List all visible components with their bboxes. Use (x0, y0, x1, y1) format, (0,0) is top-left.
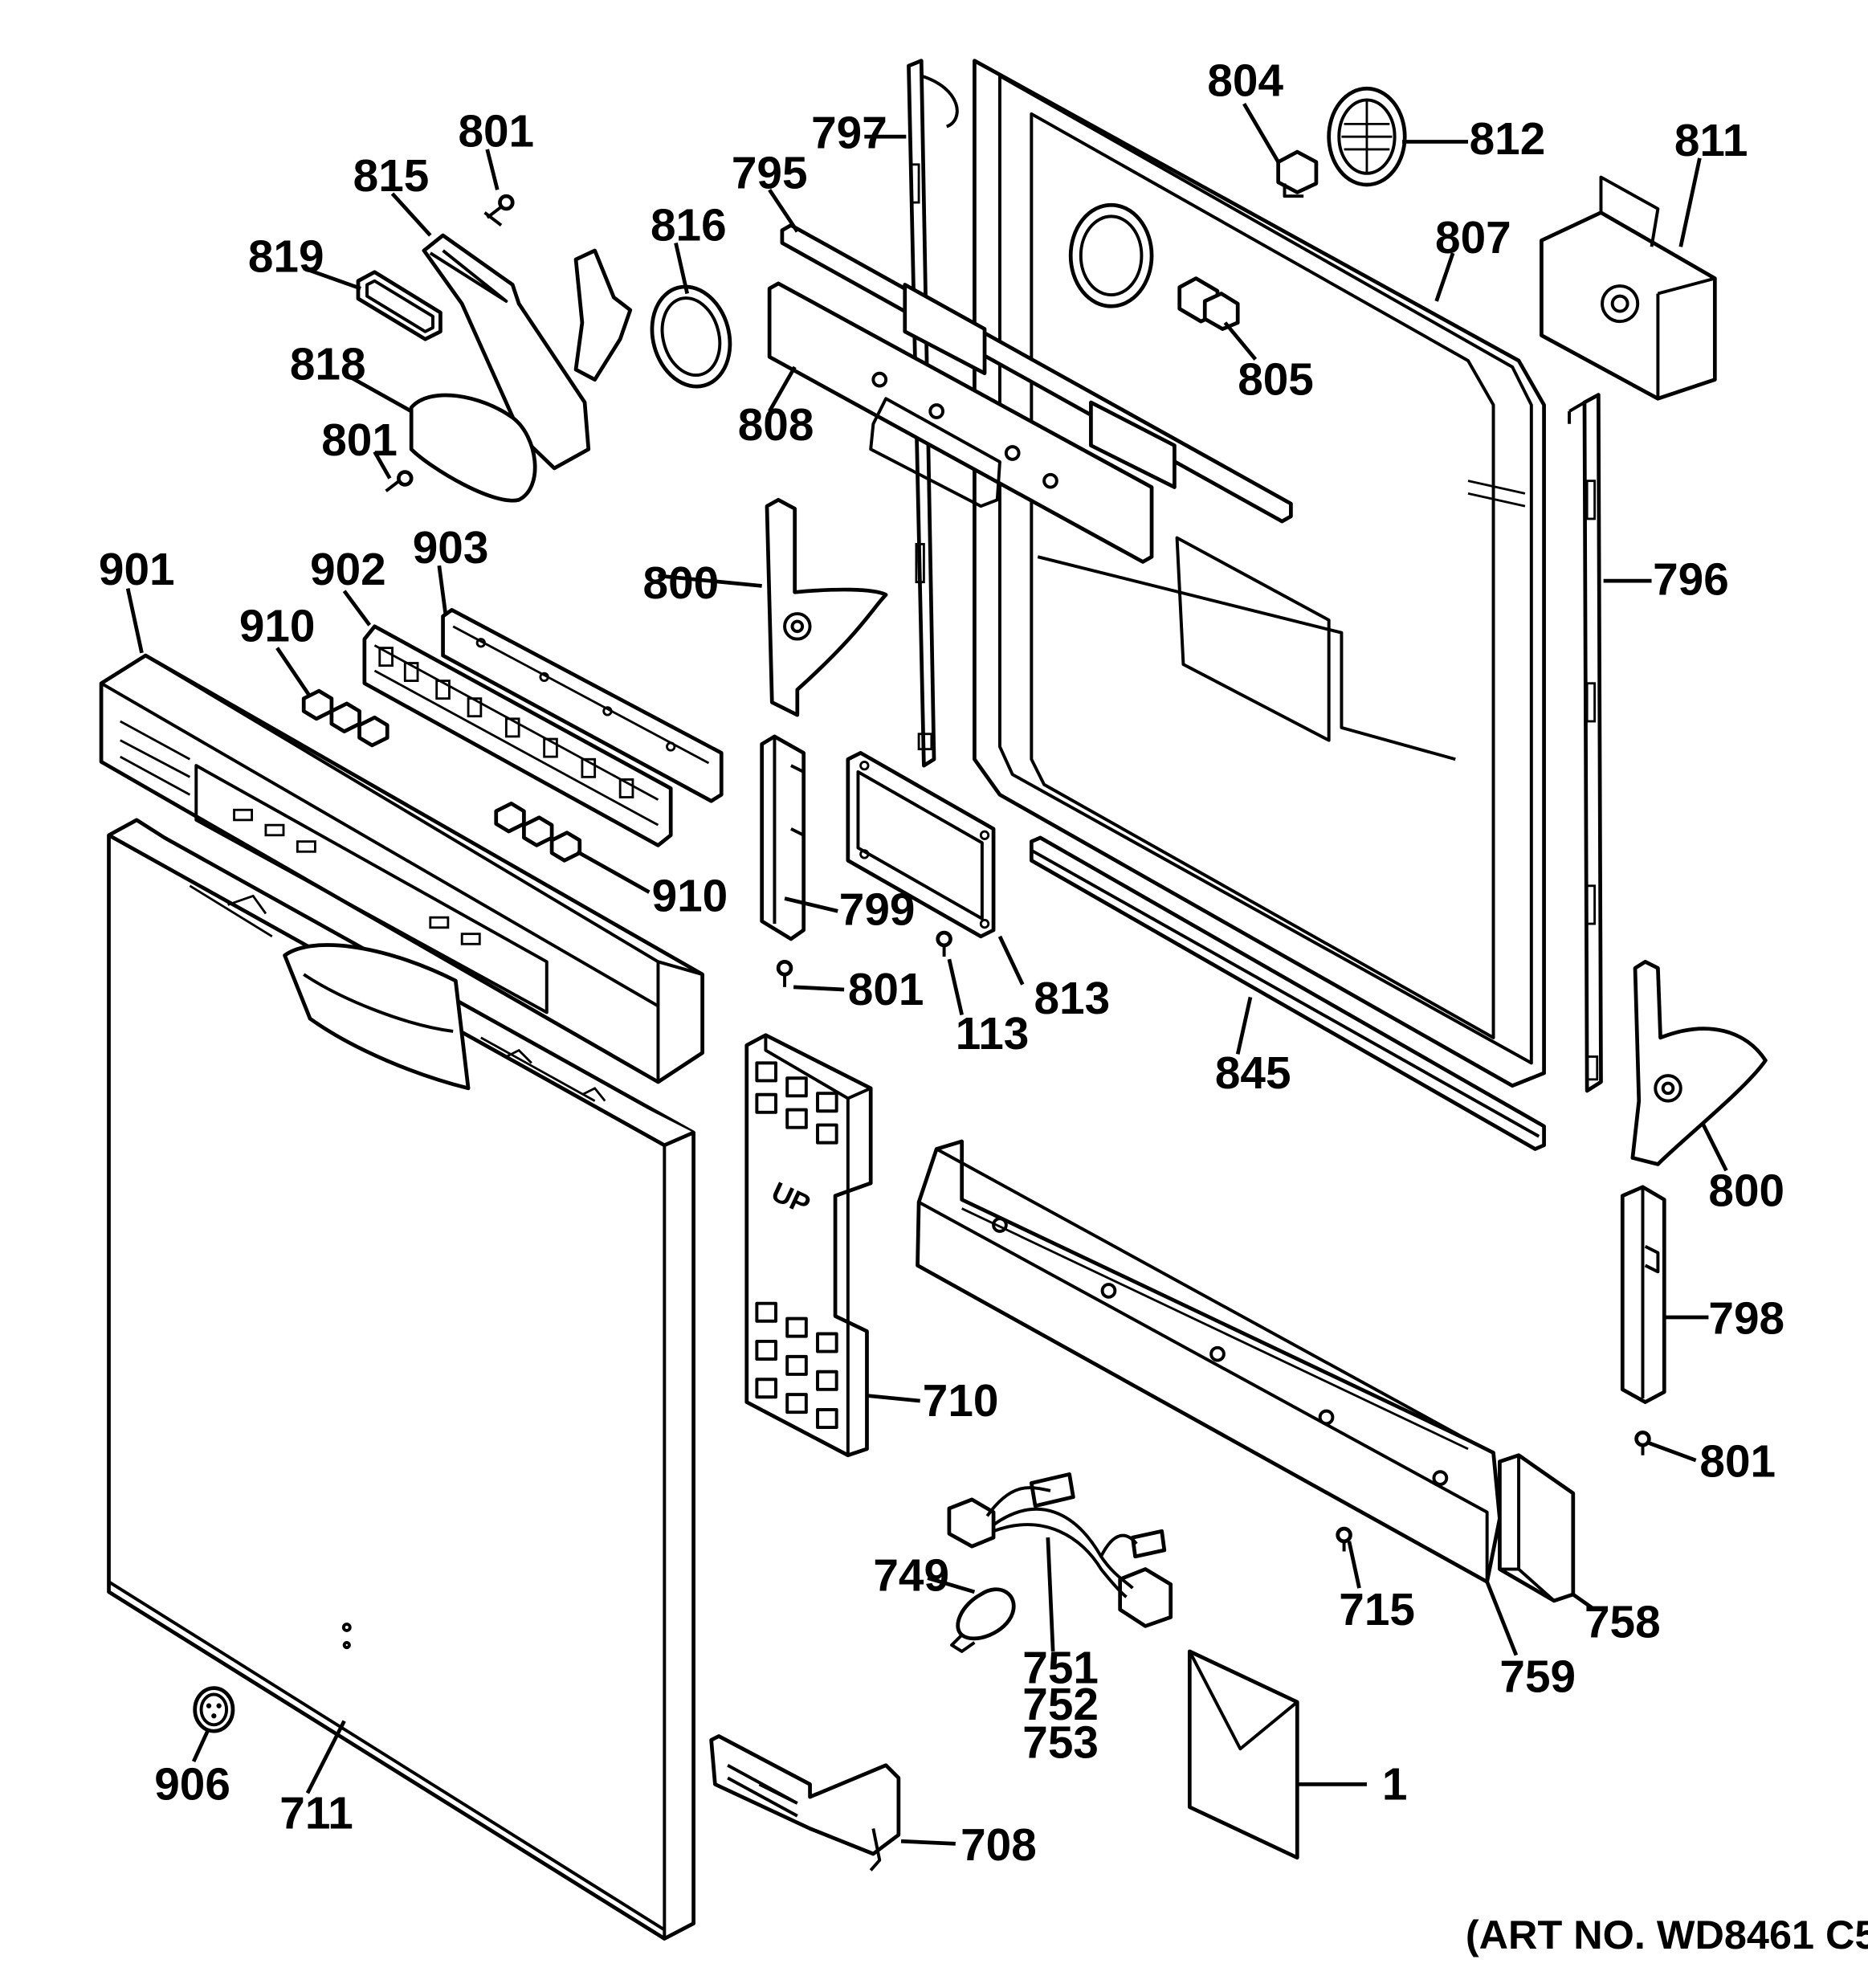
part-label-1: 1 (1382, 1759, 1408, 1810)
part-label-812: 812 (1470, 114, 1546, 165)
part-label-113: 113 (956, 1009, 1030, 1059)
bracket-icon (767, 281, 1154, 564)
part-label-807: 807 (1435, 213, 1511, 263)
part-label-711: 711 (279, 1789, 353, 1839)
part-label-813: 813 (1034, 974, 1110, 1024)
part-label-901: 901 (99, 545, 175, 595)
part-label-801: 801 (848, 965, 924, 1015)
part-label-796: 796 (1653, 554, 1729, 605)
strip-icon (1568, 393, 1603, 1093)
control-board-icon (362, 624, 673, 847)
part-label-818: 818 (290, 340, 366, 390)
part-label-910: 910 (652, 871, 728, 921)
door-panel-icon (107, 818, 695, 1941)
part-label-801: 801 (458, 107, 534, 157)
kick-plate-icon (1498, 1453, 1576, 1603)
part-label-819: 819 (248, 232, 324, 283)
part-label-816: 816 (651, 200, 727, 251)
part-label-804: 804 (1207, 56, 1283, 107)
hinge-bracket-icon (760, 734, 806, 941)
part-label-902: 902 (310, 545, 386, 595)
dispenser-icon (1540, 175, 1717, 401)
part-label-805: 805 (1238, 355, 1314, 406)
insulation-block-icon: UP (744, 1033, 873, 1458)
inner-door-icon (973, 59, 1546, 1088)
ring-icon (650, 284, 732, 389)
part-label-751: 751 (1022, 1643, 1099, 1693)
part-label-759: 759 (1499, 1651, 1576, 1702)
part-label-799: 799 (839, 885, 916, 936)
part-label-708: 708 (961, 1820, 1037, 1871)
part-label-715: 715 (1339, 1585, 1415, 1635)
clip-icon (1276, 149, 1319, 198)
hinge-icon (1630, 959, 1768, 1166)
part-label-753: 753 (1022, 1717, 1099, 1768)
part-label-811: 811 (1674, 116, 1748, 166)
hinge-icon (765, 497, 888, 717)
part-label-910: 910 (239, 602, 316, 652)
part-label-800: 800 (643, 558, 720, 609)
hinge-bracket-icon (1620, 1185, 1666, 1404)
gasket-icon (356, 270, 443, 341)
rail-icon (780, 223, 1293, 524)
console-icon (99, 653, 704, 1084)
seal-icon (1029, 835, 1546, 1151)
badge-icon (193, 1686, 235, 1733)
part-label-801: 801 (1699, 1437, 1776, 1488)
button-icon (301, 688, 582, 863)
part-label-906: 906 (154, 1759, 230, 1810)
part-label-815: 815 (353, 151, 430, 202)
gasket-frame-icon (846, 751, 996, 939)
part-label-797: 797 (811, 108, 887, 158)
part-label-749: 749 (873, 1550, 949, 1601)
part-label-752: 752 (1022, 1680, 1099, 1730)
part-label-801: 801 (321, 415, 398, 466)
circuit-board-icon (441, 607, 724, 803)
part-label-798: 798 (1708, 1294, 1784, 1345)
part-label-903: 903 (413, 523, 489, 574)
vent-icon (1327, 86, 1407, 187)
part-label-800: 800 (1708, 1165, 1784, 1216)
duct-icon (422, 233, 633, 471)
wire-harness-icon (947, 1472, 1173, 1628)
part-label-795: 795 (732, 149, 808, 199)
part-labels: 801 815 819 818 801 816 797 795 808 804 … (99, 56, 1784, 1871)
cover-icon (409, 393, 537, 503)
part-label-808: 808 (738, 400, 814, 451)
leader-lines (125, 102, 1728, 1846)
catch-icon (1177, 276, 1240, 331)
spring-icon (709, 1734, 901, 1872)
screw-icon (385, 194, 1651, 1552)
clamp-icon (950, 1587, 1016, 1653)
art-number: (ART NO. WD8461 C5) (1466, 1912, 1868, 1957)
toe-kick-icon (916, 1139, 1502, 1584)
literature-envelope-icon (1187, 1649, 1299, 1860)
part-label-710: 710 (923, 1376, 999, 1427)
part-label-845: 845 (1215, 1048, 1291, 1099)
part-label-758: 758 (1585, 1598, 1661, 1648)
